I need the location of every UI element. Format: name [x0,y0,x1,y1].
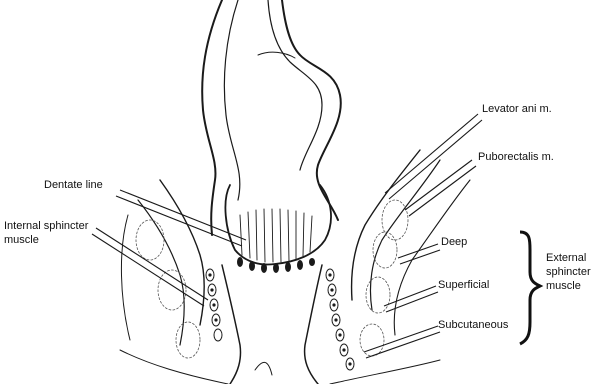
label-internal-sphincter-line2: muscle [4,233,88,247]
leader-deep-b [400,250,440,264]
rectum-right-inner-wall [268,0,322,170]
label-superficial: Superficial [438,279,489,292]
external-brace [520,232,540,344]
leader-internal [96,228,208,300]
internal-sphincter-right [326,269,354,370]
label-external-line1: External [546,251,591,265]
label-subcutaneous: Subcutaneous [438,319,508,332]
perineal-skin-left [120,350,228,384]
rectum-left-wall [202,0,222,235]
leader-subcutaneous-b [366,332,440,358]
sphincter-dots [208,273,351,365]
label-dentate-line: Dentate line [44,179,103,192]
anal-canal-right [305,265,322,384]
rectum-right-wall [282,0,341,220]
label-external-line3: muscle [546,279,591,293]
label-internal-sphincter: Internal sphincter muscle [4,219,88,247]
levator-right-band [394,180,470,335]
label-puborectalis: Puborectalis m. [478,151,554,164]
leader-levator [385,114,478,193]
rectal-fold [258,52,295,58]
leader-internal-b [92,234,204,306]
anal-crypts [237,257,315,273]
leader-deep [398,244,438,258]
label-internal-sphincter-line1: Internal sphincter [4,219,88,233]
label-deep: Deep [441,236,467,249]
label-levator-ani: Levator ani m. [482,103,552,116]
anal-verge [255,362,272,375]
label-external-sphincter: External sphincter muscle [546,251,591,293]
ampulla-outline [225,185,331,264]
leader-subcutaneous [364,326,438,352]
leader-dentate [120,190,246,240]
label-external-line2: sphincter [546,265,591,279]
left-tissue-outline [121,215,130,340]
anal-canal-left [222,265,241,384]
rectum-left-inner-wall [224,0,239,200]
levator-left-inner [138,200,184,345]
anal-columns [240,209,312,262]
leader-dentate-b [116,196,242,246]
